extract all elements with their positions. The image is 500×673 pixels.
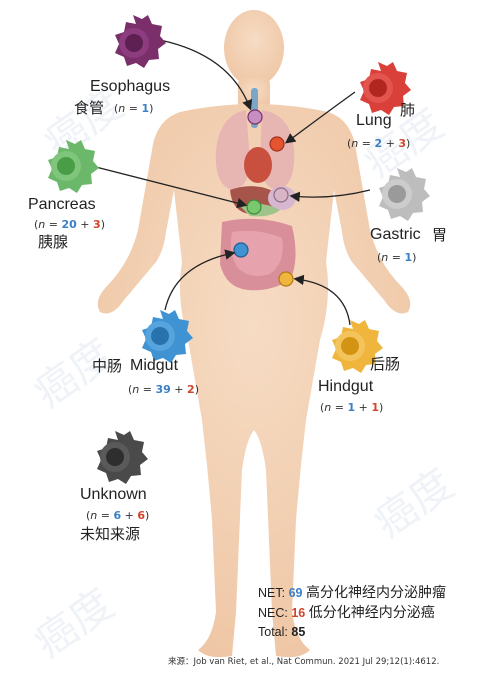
gastric-arrow: [289, 189, 371, 202]
gastric-cell-icon: [379, 168, 430, 221]
hindgut-label: Hindgut: [318, 378, 374, 395]
hindgut-marker: [278, 271, 294, 287]
midgut-label-cn: 中肠: [92, 358, 123, 375]
pancreas-marker: [246, 199, 262, 215]
unknown-label: Unknown: [80, 486, 147, 503]
hindgut-label-cn: 后肠: [370, 356, 401, 373]
gastric-label-cn: 胃: [432, 227, 448, 244]
lung-cell-icon: [360, 62, 411, 115]
esophagus-cell-icon: [115, 15, 166, 68]
midgut-label: Midgut: [130, 357, 179, 374]
lung-marker: [269, 136, 285, 152]
summary-legend: NET: 69 高分化神经内分泌肿瘤 NEC: 16 低分化神经内分泌癌 Tot…: [258, 583, 446, 642]
lung-label-cn: 肺: [400, 102, 416, 119]
pancreas-label: Pancreas: [28, 196, 96, 213]
unknown-label-cn: 未知来源: [80, 526, 141, 543]
unknown-count: (n = 6 + 6): [86, 509, 150, 522]
esophagus-marker: [247, 109, 263, 125]
midgut-count: (n = 39 + 2): [128, 383, 199, 396]
midgut-arrow: [164, 249, 236, 311]
midgut-marker: [233, 242, 249, 258]
hindgut-count: (n = 1 + 1): [320, 401, 384, 414]
pancreas-count: (n = 20 + 3): [34, 218, 105, 231]
gastric-count: (n = 1): [377, 251, 417, 264]
esophagus-count: (n = 1): [114, 102, 154, 115]
source-citation: 来源：Job van Riet, et al., Nat Commun. 202…: [168, 657, 440, 667]
hindgut-arrow: [293, 274, 351, 326]
summary-total-row: Total: 85: [258, 625, 306, 639]
esophagus-label-cn: 食管: [74, 100, 105, 117]
pancreas-cell-icon: [48, 140, 99, 193]
lung-arrow: [284, 91, 356, 144]
gastric-label: Gastric: [370, 226, 421, 243]
hindgut-cell-icon: [332, 320, 383, 373]
midgut-cell-icon: [142, 310, 193, 363]
pancreas-arrow: [87, 164, 248, 209]
summary-nec-row: NEC: 16 低分化神经内分泌癌: [258, 604, 435, 620]
unknown-cell-icon: [97, 431, 148, 484]
lung-count: (n = 2 + 3): [347, 137, 411, 150]
lung-label: Lung: [356, 112, 392, 129]
esophagus-arrow: [159, 39, 253, 111]
gastric-marker: [273, 187, 289, 203]
human-body: [97, 10, 411, 658]
esophagus-label: Esophagus: [90, 78, 171, 95]
pancreas-label-cn: 胰腺: [38, 234, 69, 251]
summary-net-row: NET: 69 高分化神经内分泌肿瘤: [258, 584, 446, 600]
